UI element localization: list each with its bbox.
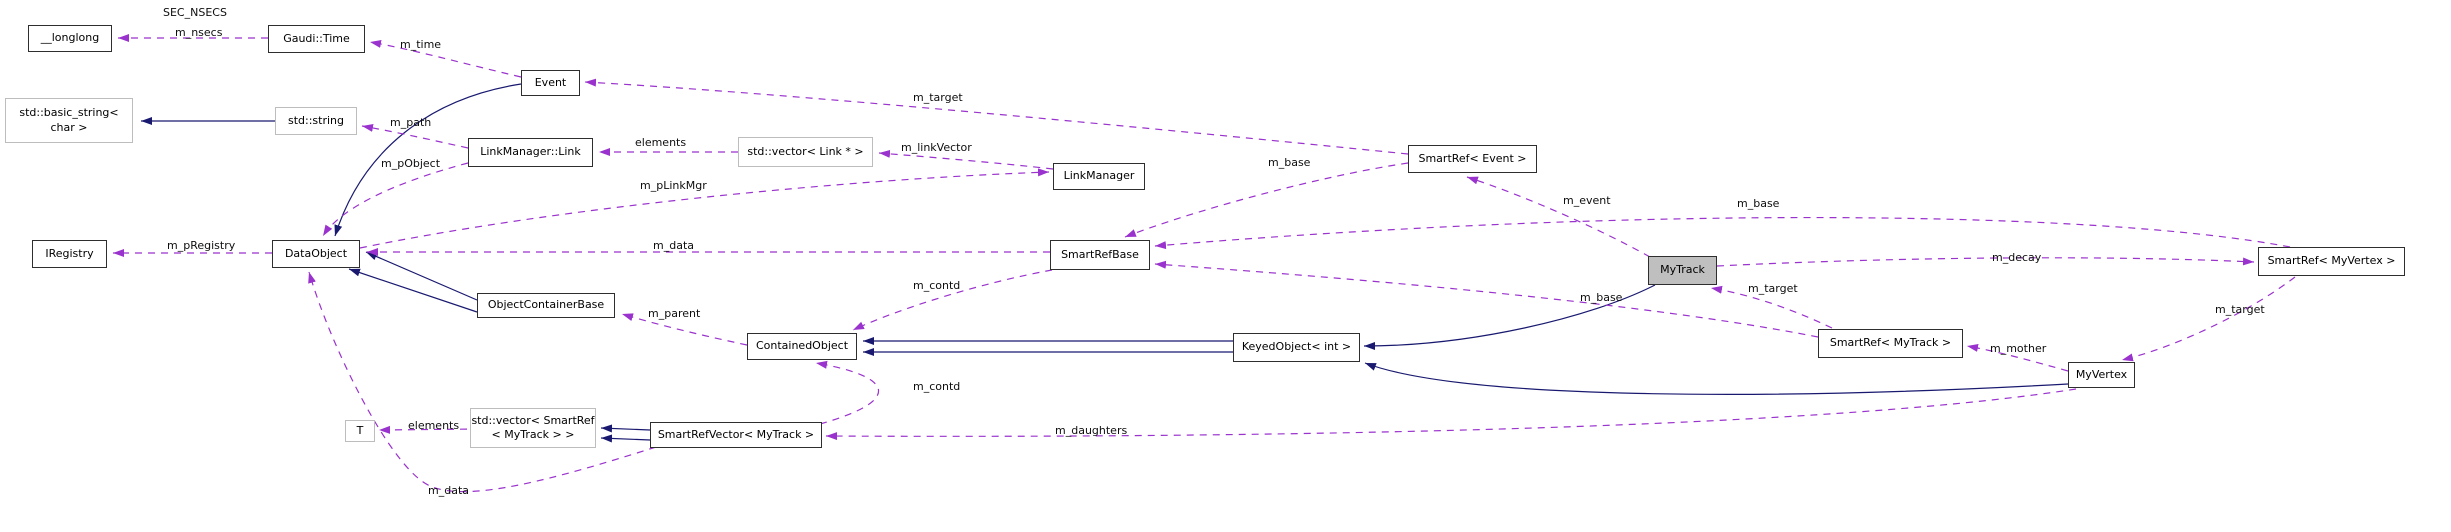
node-std-basic-string[interactable]: std::basic_string<char > (5, 98, 133, 143)
node-event[interactable]: Event (521, 70, 580, 96)
node-label: char > (50, 120, 88, 134)
edge-label-m-data-base: m_data (653, 239, 694, 252)
node-label: ContainedObject (755, 339, 849, 353)
edge-label-m-base-mytrack: m_base (1580, 291, 1623, 304)
node-label: SmartRef< MyTrack > (1829, 336, 1952, 350)
node-longlong[interactable]: __longlong (28, 25, 112, 52)
node-label: SmartRef< MyVertex > (2267, 254, 2396, 268)
node-std-vector-smartref-mytrack[interactable]: std::vector< SmartRef< MyTrack > > (470, 408, 596, 448)
inheritance-edges (141, 83, 2069, 443)
edge-label-m-nsecs: m_nsecs (175, 26, 223, 39)
node-containedobject[interactable]: ContainedObject (747, 333, 857, 360)
edge-label-m-time: m_time (400, 38, 442, 51)
node-label: SmartRefVector< MyTrack > (657, 427, 815, 441)
edge-label-m-pobject: m_pObject (381, 157, 441, 170)
node-label: Gaudi::Time (283, 31, 350, 45)
node-smartrefbase[interactable]: SmartRefBase (1050, 240, 1150, 270)
edge-label-m-plinkmgr: m_pLinkMgr (640, 179, 707, 192)
node-label: < MyTrack > > (491, 428, 575, 441)
node-template-param-t[interactable]: T (345, 420, 375, 442)
usage-edges (113, 34, 2296, 493)
node-gaudi-time[interactable]: Gaudi::Time (268, 25, 365, 53)
node-linkmanager[interactable]: LinkManager (1053, 163, 1145, 190)
edge-label-elements-t: elements (408, 419, 460, 432)
edge-label-m-parent: m_parent (648, 307, 701, 320)
node-std-string[interactable]: std::string (275, 107, 357, 135)
edge-label-m-data-vector: m_data (428, 484, 469, 497)
node-label: DataObject (284, 246, 348, 260)
node-label: MyVertex (2075, 367, 2128, 381)
node-objectcontainerbase[interactable]: ObjectContainerBase (477, 293, 615, 318)
node-label: IRegistry (45, 246, 94, 260)
edge-label-m-contd-base: m_contd (913, 279, 961, 292)
node-keyedobject-int[interactable]: KeyedObject< int > (1233, 333, 1360, 362)
edge-label-m-target-myvertex: m_target (2215, 303, 2265, 316)
edge-label-m-contd-vector: m_contd (913, 380, 961, 393)
node-dataobject[interactable]: DataObject (272, 240, 360, 268)
node-iregistry[interactable]: IRegistry (32, 240, 107, 268)
edge-label-m-pregistry: m_pRegistry (167, 239, 236, 252)
node-label: Event (534, 75, 567, 89)
edge-label-m-daughters: m_daughters (1055, 424, 1128, 437)
node-label: std::basic_string< (19, 106, 119, 120)
node-label: std::string (287, 113, 344, 127)
edge-label-elements-link: elements (635, 136, 687, 149)
node-label: SmartRefBase (1061, 247, 1139, 261)
edge-label-m-linkvector: m_linkVector (901, 141, 972, 154)
node-smartref-myvertex[interactable]: SmartRef< MyVertex > (2258, 247, 2405, 276)
node-label: LinkManager (1063, 169, 1135, 183)
edge-label-m-target-mytrack: m_target (1748, 282, 1798, 295)
edge-label-m-target-event: m_target (913, 91, 963, 104)
edge-label-m-base-event: m_base (1268, 156, 1311, 169)
edge-label-m-decay: m_decay (1992, 251, 2042, 264)
edge-label-sec-nsecs: SEC_NSECS (163, 6, 227, 19)
edge-label-m-mother: m_mother (1990, 342, 2047, 355)
edge-label-m-path: m_path (390, 116, 432, 129)
node-label: ObjectContainerBase (487, 298, 605, 312)
node-smartrefvector-mytrack[interactable]: SmartRefVector< MyTrack > (650, 422, 822, 448)
node-label: std::vector< Link * > (747, 144, 864, 158)
edge-label-m-base-myvertex: m_base (1737, 197, 1780, 210)
node-label: __longlong (40, 31, 100, 45)
node-label: std::vector< SmartRef (471, 413, 595, 427)
node-label: MyTrack (1660, 263, 1705, 277)
node-myvertex[interactable]: MyVertex (2068, 362, 2135, 388)
node-label: LinkManager::Link (480, 145, 581, 159)
node-label: SmartRef< Event > (1418, 151, 1527, 165)
edge-label-m-event: m_event (1563, 194, 1611, 207)
node-smartref-event[interactable]: SmartRef< Event > (1408, 145, 1537, 173)
node-linkmanager-link[interactable]: LinkManager::Link (468, 138, 593, 167)
node-mytrack[interactable]: MyTrack (1648, 256, 1717, 285)
node-smartref-mytrack[interactable]: SmartRef< MyTrack > (1818, 329, 1963, 358)
node-label: T (356, 423, 364, 437)
node-label: KeyedObject< int > (1241, 340, 1352, 354)
node-std-vector-link[interactable]: std::vector< Link * > (738, 137, 873, 167)
